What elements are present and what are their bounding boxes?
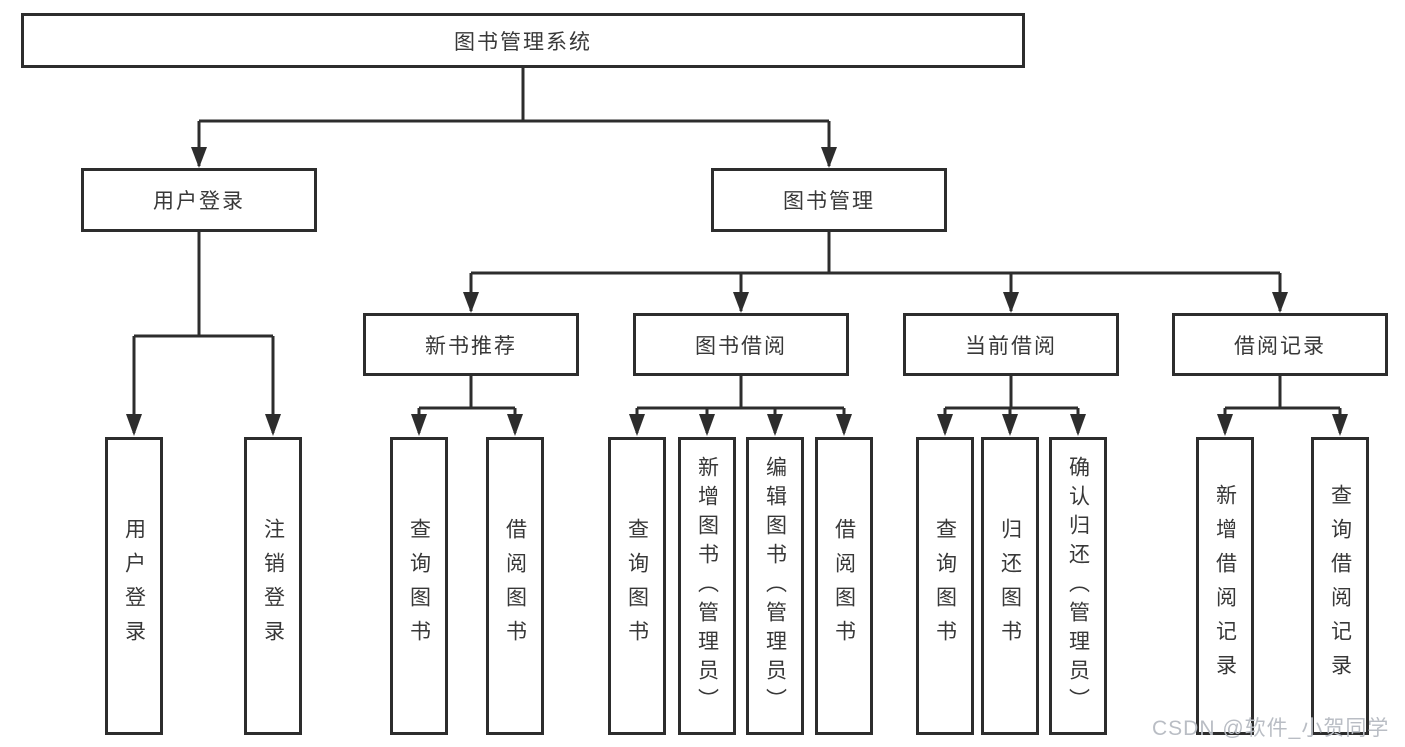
node-current-borrowing: 当前借阅	[903, 313, 1119, 376]
node-new-book-recommend: 新书推荐	[363, 313, 579, 376]
node-library-management-system: 图书管理系统	[21, 13, 1025, 68]
leaf-user-login: 用户登录	[105, 437, 163, 735]
node-book-borrowing: 图书借阅	[633, 313, 849, 376]
leaf-borrow-books-2: 借阅图书	[815, 437, 873, 735]
leaf-confirm-return-admin: 确认归还（管理员）	[1049, 437, 1107, 735]
leaf-borrow-books-1: 借阅图书	[486, 437, 544, 735]
arrowheads	[126, 147, 1348, 436]
leaf-return-books: 归还图书	[981, 437, 1039, 735]
leaf-add-books-admin: 新增图书（管理员）	[678, 437, 736, 735]
node-user-login: 用户登录	[81, 168, 317, 232]
leaf-query-borrow-record: 查询借阅记录	[1311, 437, 1369, 735]
node-book-management: 图书管理	[711, 168, 947, 232]
node-borrowing-records: 借阅记录	[1172, 313, 1388, 376]
csdn-watermark: CSDN @软件_小贺同学	[1152, 717, 1390, 740]
leaf-query-books-2: 查询图书	[608, 437, 666, 735]
leaf-query-books-1: 查询图书	[390, 437, 448, 735]
leaf-logout: 注销登录	[244, 437, 302, 735]
leaf-edit-books-admin: 编辑图书（管理员）	[746, 437, 804, 735]
leaf-add-borrow-record: 新增借阅记录	[1196, 437, 1254, 735]
leaf-query-books-3: 查询图书	[916, 437, 974, 735]
